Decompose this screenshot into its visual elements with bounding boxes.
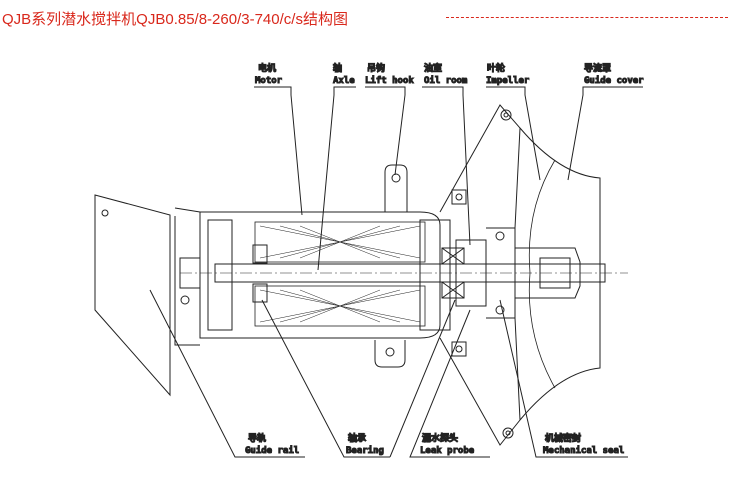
label-oil-room: 油室 Oil room [422,62,471,246]
label-impeller: 叶轮 Impeller [486,62,541,181]
svg-text:Impeller: Impeller [486,76,530,86]
label-mechanical-seal: 机械密封 Mechanical seal [499,299,628,458]
svg-text:油室: 油室 [424,62,442,74]
svg-text:叶轮: 叶轮 [487,62,505,74]
svg-text:Axle: Axle [333,76,355,86]
axle-shaft [180,263,628,283]
svg-text:轴: 轴 [333,62,342,74]
svg-text:Oil room: Oil room [424,75,468,86]
svg-text:Leak probe: Leak probe [420,446,475,456]
label-bearing: 轴承 Bearing [261,299,456,458]
label-guide-cover: 导流罩 Guide cover [567,62,645,181]
bearings [441,239,487,307]
label-leak-probe: 漏水探头 Leak probe [409,309,490,458]
svg-text:吊钩: 吊钩 [367,62,385,74]
svg-text:Guide cover: Guide cover [584,75,644,86]
svg-text:Motor: Motor [255,76,283,86]
diagram-title: QJB系列潜水搅拌机QJB0.85/8-260/3-740/c/s结构图 [2,11,348,28]
label-motor: 电机 Motor [254,62,303,216]
svg-text:Guide rail: Guide rail [245,445,299,456]
guide-cover [439,104,601,446]
svg-text:轴承: 轴承 [348,432,366,444]
oil-room [486,227,581,319]
svg-text:Bearing: Bearing [346,445,384,456]
svg-text:机械密封: 机械密封 [545,432,581,444]
title-divider [446,17,728,18]
label-guide-rail: 导轨 Guide rail [149,289,305,458]
label-axle: 轴 Axle [317,62,356,271]
svg-text:漏水探头: 漏水探头 [422,432,458,444]
svg-text:导轨: 导轨 [248,432,266,444]
svg-text:Mechanical seal: Mechanical seal [543,445,624,456]
svg-text:Lift hook: Lift hook [365,75,414,86]
svg-text:电机: 电机 [258,62,276,74]
motor-housing [179,211,451,339]
title-row: QJB系列潜水搅拌机QJB0.85/8-260/3-740/c/s结构图 [0,8,750,28]
label-lift-hook: 吊钩 Lift hook [365,62,415,176]
svg-text:导流罩: 导流罩 [584,62,611,74]
guide-rail-plate [94,194,171,397]
lift-hook [374,164,408,368]
